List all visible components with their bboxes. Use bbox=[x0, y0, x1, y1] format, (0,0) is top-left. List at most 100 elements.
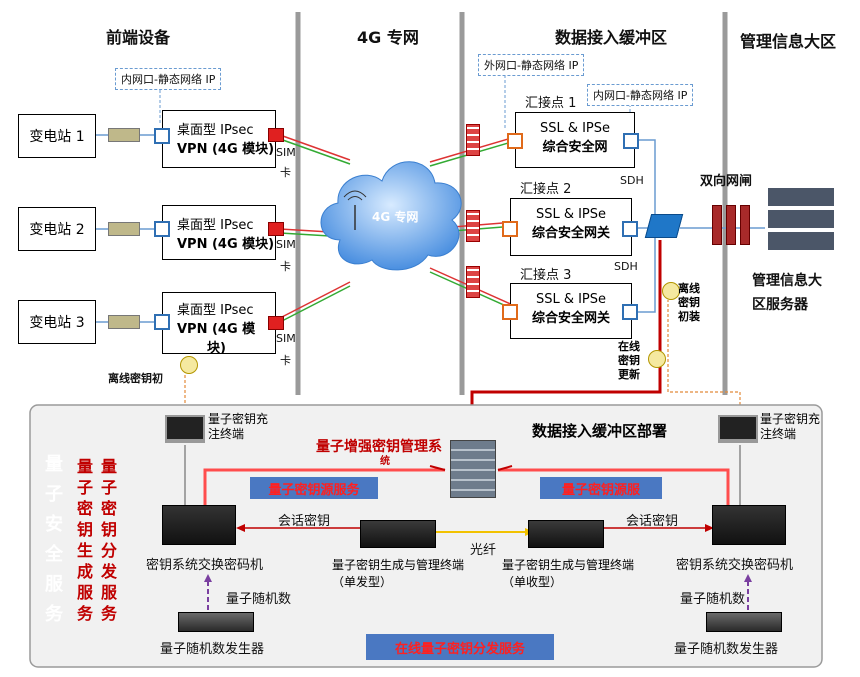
vpn-device-2: 桌面型 IPsec VPN (4G 模块) bbox=[162, 205, 276, 260]
firewall-icon bbox=[466, 210, 480, 242]
gateway-line1: SSL & IPSe bbox=[535, 207, 607, 222]
vpn-line2: VPN (4G 模块) bbox=[177, 142, 275, 157]
sim-chip-icon bbox=[268, 128, 284, 142]
charge-terminal-left: 量子密钥充注终端 bbox=[208, 412, 269, 441]
station-label: 变电站 2 bbox=[29, 222, 85, 238]
online-key-dist-service: 在线量子密钥分发服务 bbox=[366, 634, 554, 660]
rng-device-left bbox=[178, 612, 254, 632]
port-icon bbox=[623, 133, 639, 149]
key-gen-terminal-send bbox=[360, 520, 436, 548]
usb-key-icon bbox=[108, 222, 140, 236]
gatekeeper-icon bbox=[740, 205, 750, 245]
key-mgmt-server-icon bbox=[450, 440, 496, 498]
sim-label: SIM bbox=[276, 332, 296, 345]
junction-point-3: 汇接点 3 bbox=[520, 268, 572, 283]
sim-label: SIM bbox=[276, 238, 296, 251]
vpn-line1: 桌面型 IPsec bbox=[177, 303, 254, 318]
sim-card-label: 卡 bbox=[280, 354, 291, 367]
station-label: 变电站 1 bbox=[29, 129, 85, 145]
port-icon bbox=[154, 221, 170, 237]
server-rack-icon bbox=[768, 188, 834, 252]
vpn-device-3: 桌面型 IPsec VPN (4G 模 块) bbox=[162, 292, 276, 356]
gatekeeper-label: 双向网闸 bbox=[700, 174, 753, 189]
security-gateway-2: SSL & IPSe 综合安全网关 bbox=[510, 198, 632, 256]
laptop-icon bbox=[718, 415, 758, 443]
vpn-line2: VPN (4G 模块) bbox=[177, 237, 275, 252]
online-key-update: 在线密钥更新 bbox=[618, 340, 640, 381]
usb-key-icon bbox=[108, 128, 140, 142]
sim-card-label: 卡 bbox=[280, 166, 291, 179]
firewall-icon bbox=[466, 266, 480, 298]
port-icon bbox=[622, 221, 638, 237]
port-icon bbox=[154, 128, 170, 144]
junction-point-2: 汇接点 2 bbox=[520, 182, 572, 197]
port-icon bbox=[502, 221, 518, 237]
port-icon bbox=[154, 314, 170, 330]
junction-point-1: 汇接点 1 bbox=[525, 96, 577, 111]
section-4g-network: 4G 专网 bbox=[357, 28, 419, 47]
rng-device-label-right: 量子随机数发生器 bbox=[674, 642, 779, 657]
key-mgmt-system-label: 量子增强密钥管理系 bbox=[316, 439, 442, 455]
key-icon bbox=[662, 282, 680, 300]
quantum-security-service: 量子安全服务 bbox=[45, 454, 63, 625]
vpn-line1: 桌面型 IPsec bbox=[177, 218, 254, 233]
rng-label-left: 量子随机数 bbox=[226, 592, 292, 607]
session-key-left: 会话密钥 bbox=[278, 514, 331, 529]
internal-ip-label: 内网口-静态网络 IP bbox=[115, 68, 222, 90]
quantum-key-dist-service: 量子密钥分发服务 bbox=[100, 457, 117, 623]
section-front-equipment: 前端设备 bbox=[106, 28, 171, 47]
port-icon bbox=[507, 133, 523, 149]
section-data-buffer: 数据接入缓冲区 bbox=[555, 28, 668, 47]
gateway-line1: SSL & IPSe bbox=[539, 121, 611, 136]
key-source-service-right: 量子密钥源服 bbox=[540, 477, 662, 499]
cloud-label: 4G 专网 bbox=[372, 210, 419, 224]
gateway-line2: 综合安全网关 bbox=[531, 311, 610, 326]
sim-label: SIM bbox=[276, 146, 296, 159]
exchange-label-right: 密钥系统交换密码机 bbox=[676, 558, 794, 573]
sdh-label-2: SDH bbox=[614, 260, 638, 273]
key-icon bbox=[180, 356, 198, 374]
key-gen-terminal-recv bbox=[528, 520, 604, 548]
deployment-title: 数据接入缓冲区部署 bbox=[532, 422, 668, 440]
gatekeeper-icon bbox=[726, 205, 736, 245]
exchange-label-left: 密钥系统交换密码机 bbox=[146, 558, 264, 573]
key-icon bbox=[648, 350, 666, 368]
sim-chip-icon bbox=[268, 316, 284, 330]
vpn-line1: 桌面型 IPsec bbox=[177, 123, 254, 138]
gateway-line2: 综合安全网关 bbox=[531, 226, 610, 241]
section-mgmt-zone: 管理信息大区 bbox=[740, 32, 837, 51]
substation-2: 变电站 2 bbox=[18, 207, 96, 251]
sim-card-label: 卡 bbox=[280, 260, 291, 273]
switch-icon bbox=[644, 214, 684, 238]
offline-key-init-right: 离线密钥初装 bbox=[678, 282, 700, 323]
key-gen-recv-label: 量子密钥生成与管理终端（单收型） bbox=[502, 558, 635, 589]
substation-1: 变电站 1 bbox=[18, 114, 96, 158]
rng-device-right bbox=[706, 612, 782, 632]
sdh-label-1: SDH bbox=[620, 174, 644, 187]
charge-terminal-right: 量子密钥充注终端 bbox=[760, 412, 821, 441]
port-icon bbox=[502, 304, 518, 320]
gateway-line1: SSL & IPSe bbox=[535, 292, 607, 307]
sim-chip-icon bbox=[268, 222, 284, 236]
substation-3: 变电站 3 bbox=[18, 300, 96, 344]
vpn-device-1: 桌面型 IPsec VPN (4G 模块) bbox=[162, 110, 276, 168]
exchange-crypto-machine-right bbox=[712, 505, 786, 545]
quantum-key-gen-service: 量子密钥生成服务 bbox=[76, 457, 93, 623]
offline-key-init-left: 离线密钥初 bbox=[108, 372, 163, 385]
fiber-label: 光纤 bbox=[470, 543, 497, 558]
rng-label-right: 量子随机数 bbox=[680, 592, 746, 607]
firewall-icon bbox=[466, 124, 480, 156]
external-ip-label: 外网口-静态网络 IP bbox=[478, 54, 585, 76]
station-label: 变电站 3 bbox=[29, 315, 85, 331]
server-label-line1: 管理信息大 bbox=[752, 273, 822, 289]
cloud-4g-icon bbox=[320, 161, 462, 271]
laptop-icon bbox=[165, 415, 205, 443]
gatekeeper-icon bbox=[712, 205, 722, 245]
internal-ip-label-2: 内网口-静态网络 IP bbox=[587, 84, 694, 106]
exchange-crypto-machine-left bbox=[162, 505, 236, 545]
session-key-right: 会话密钥 bbox=[626, 514, 679, 529]
key-mgmt-system-label-2: 统 bbox=[380, 456, 390, 467]
vpn-line2: VPN (4G 模 bbox=[177, 322, 256, 337]
port-icon bbox=[622, 304, 638, 320]
